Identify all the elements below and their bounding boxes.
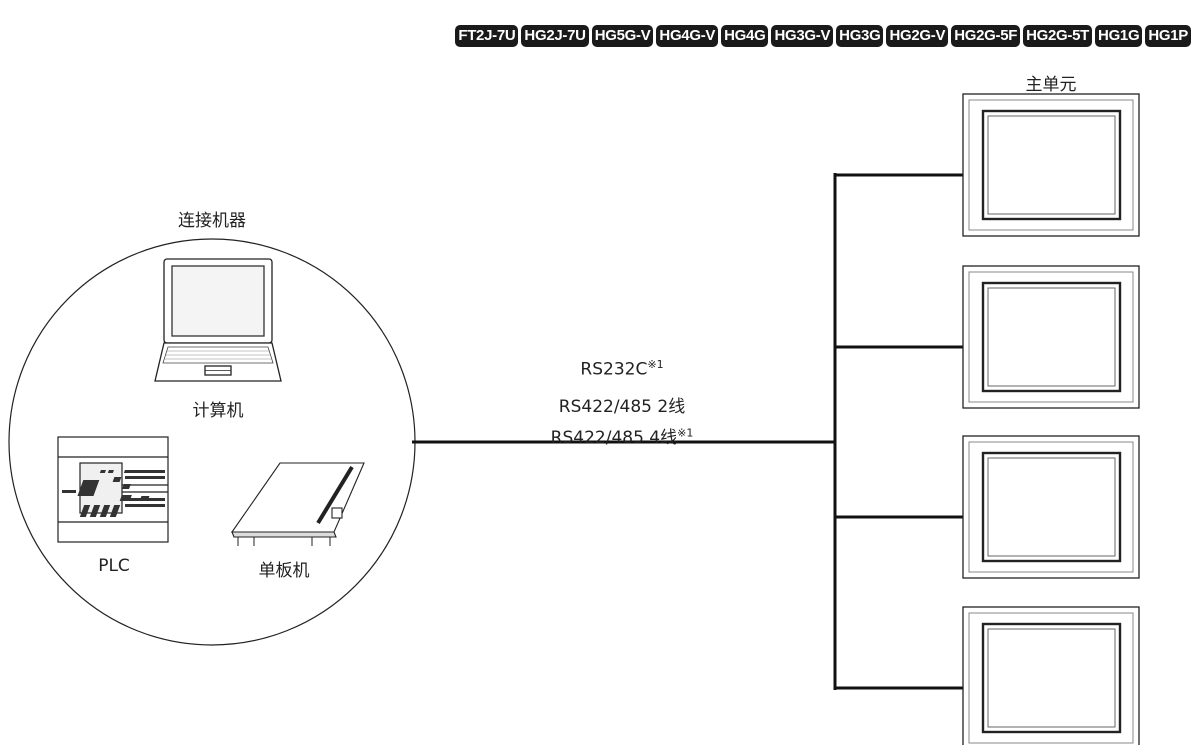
hmi-unit: [963, 607, 1139, 745]
laptop-icon: [155, 259, 281, 381]
connected-devices-label: 连接机器: [178, 206, 246, 231]
hmi-unit: [963, 436, 1139, 578]
plc-icon: [58, 437, 168, 542]
hmi-unit: [963, 266, 1139, 408]
protocol-rs485-4wire: RS422/485 4线※1: [551, 423, 694, 448]
single-board-label: 单板机: [259, 556, 310, 581]
footnote-mark: ※1: [647, 358, 663, 371]
footnote-mark: ※1: [677, 426, 693, 439]
main-unit-label: 主单元: [1026, 70, 1077, 95]
plc-label: PLC: [98, 556, 130, 576]
protocol-rs485-2wire: RS422/485 2线: [559, 392, 685, 417]
computer-label: 计算机: [193, 396, 244, 421]
hmi-unit: [963, 94, 1139, 236]
protocol-rs232c: RS232C※1: [580, 358, 663, 380]
